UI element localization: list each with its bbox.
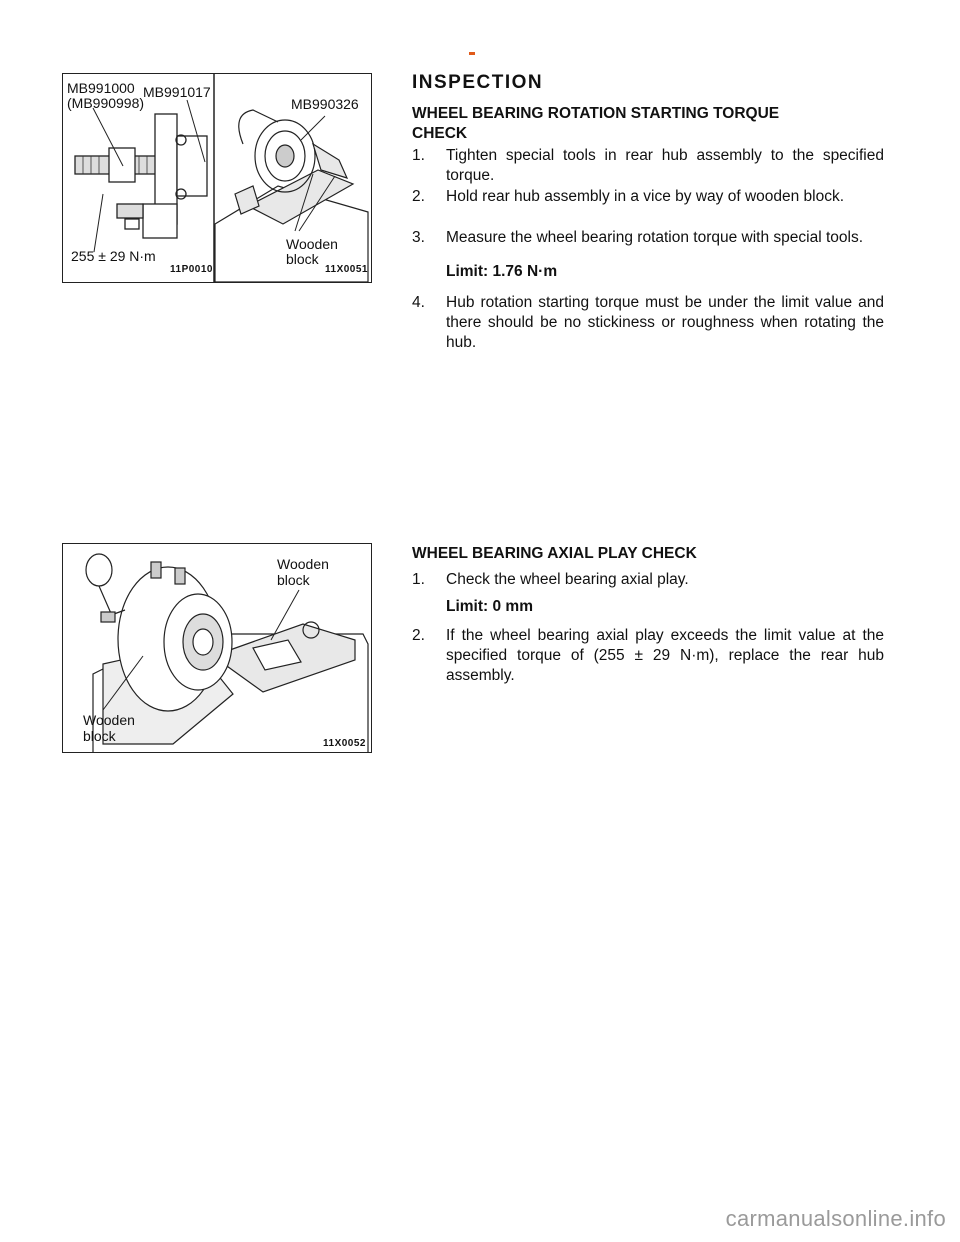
axial-check-title: WHEEL BEARING AXIAL PLAY CHECK xyxy=(412,545,697,562)
tool-label-mb990326: MB990326 xyxy=(291,96,359,112)
watermark: carmanualsonline.info xyxy=(725,1206,946,1231)
tool-label-mb991000: MB991000 xyxy=(67,80,135,96)
step-number: 2. xyxy=(412,188,425,205)
tool-label-mb991017: MB991017 xyxy=(143,84,211,100)
step-text: Check the wheel bearing axial play. xyxy=(446,571,689,588)
torque-step-4: 4. Hub rotation starting torque must be … xyxy=(412,293,884,353)
figure-code-left: 11P0010 xyxy=(170,264,213,275)
torque-step-3: 3. Measure the wheel bearing rotation to… xyxy=(412,228,884,248)
figure-code: 11X0052 xyxy=(323,738,366,749)
axial-step-1: 1. Check the wheel bearing axial play. xyxy=(412,570,884,590)
step-number: 1. xyxy=(412,147,425,164)
torque-check-title: WHEEL BEARING ROTATION STARTING TORQUE C… xyxy=(412,104,892,144)
block-label-bottom: block xyxy=(83,728,116,744)
torque-check-title-line1: WHEEL BEARING ROTATION STARTING TORQUE xyxy=(412,105,780,122)
header-marker xyxy=(469,52,475,55)
figure-axial-play: Wooden block Wooden block 11X0052 xyxy=(62,543,372,753)
axial-limit: Limit: 0 mm xyxy=(446,598,533,615)
torque-step-1: 1. Tighten special tools in rear hub ass… xyxy=(412,146,884,186)
axial-step-2: 2. If the wheel bearing axial play excee… xyxy=(412,626,884,686)
wooden-label: Wooden xyxy=(286,236,338,252)
block-label-top: block xyxy=(277,572,310,588)
step-text: If the wheel bearing axial play exceeds … xyxy=(446,627,884,684)
torque-step-2: 2. Hold rear hub assembly in a vice by w… xyxy=(412,187,884,207)
step-text: Hub rotation starting torque must be und… xyxy=(446,294,884,351)
figure-hub-torque: MB991000 (MB990998) MB991017 255 ± 29 N·… xyxy=(62,73,372,283)
section-title: INSPECTION xyxy=(412,72,544,93)
torque-limit: Limit: 1.76 N·m xyxy=(446,263,558,280)
step-text: Tighten special tools in rear hub assemb… xyxy=(446,147,884,184)
torque-spec-label: 255 ± 29 N·m xyxy=(71,248,156,264)
step-text: Measure the wheel bearing rotation torqu… xyxy=(446,229,864,246)
step-number: 1. xyxy=(412,571,425,588)
tool-label-mb990998: (MB990998) xyxy=(67,95,145,111)
block-label: block xyxy=(286,251,319,267)
step-number: 2. xyxy=(412,627,425,644)
wooden-label-bottom: Wooden xyxy=(83,712,135,728)
wooden-label-top: Wooden xyxy=(277,556,329,572)
figure-code-right: 11X0051 xyxy=(325,264,368,275)
step-text: Hold rear hub assembly in a vice by way … xyxy=(446,188,845,205)
step-number: 4. xyxy=(412,294,425,311)
figure-axial-play-drawing xyxy=(85,553,369,752)
step-number: 3. xyxy=(412,229,425,246)
torque-check-title-line2: CHECK xyxy=(412,125,468,142)
figure-hub-torque-drawing xyxy=(74,74,369,282)
